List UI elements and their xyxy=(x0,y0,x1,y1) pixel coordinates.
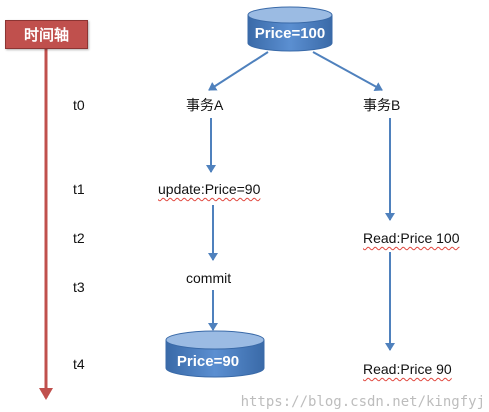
tick-t4: t4 xyxy=(73,356,85,372)
db-top-label: Price=100 xyxy=(254,25,326,42)
tick-t2: t2 xyxy=(73,230,85,246)
tick-t3: t3 xyxy=(73,279,85,295)
arrow-db-to-a xyxy=(208,51,269,91)
db-bottom-label: Price=90 xyxy=(176,353,240,370)
database-bottom xyxy=(165,330,265,378)
transaction-b-read-second: Read:Price 90 xyxy=(363,361,452,377)
arrow-db-to-b xyxy=(312,51,383,92)
transaction-a-title: 事务A xyxy=(186,97,224,113)
database-top xyxy=(247,6,333,52)
tick-t0: t0 xyxy=(73,97,85,113)
transaction-a-update: update:Price=90 xyxy=(158,181,261,197)
transaction-b-read-first: Read:Price 100 xyxy=(363,230,460,246)
transaction-b-title: 事务B xyxy=(363,97,401,113)
transaction-a-commit: commit xyxy=(186,270,232,286)
tick-t1: t1 xyxy=(73,181,85,197)
timeline-label: 时间轴 xyxy=(5,20,88,49)
watermark: https://blog.csdn.net/kingfyj xyxy=(240,394,485,410)
